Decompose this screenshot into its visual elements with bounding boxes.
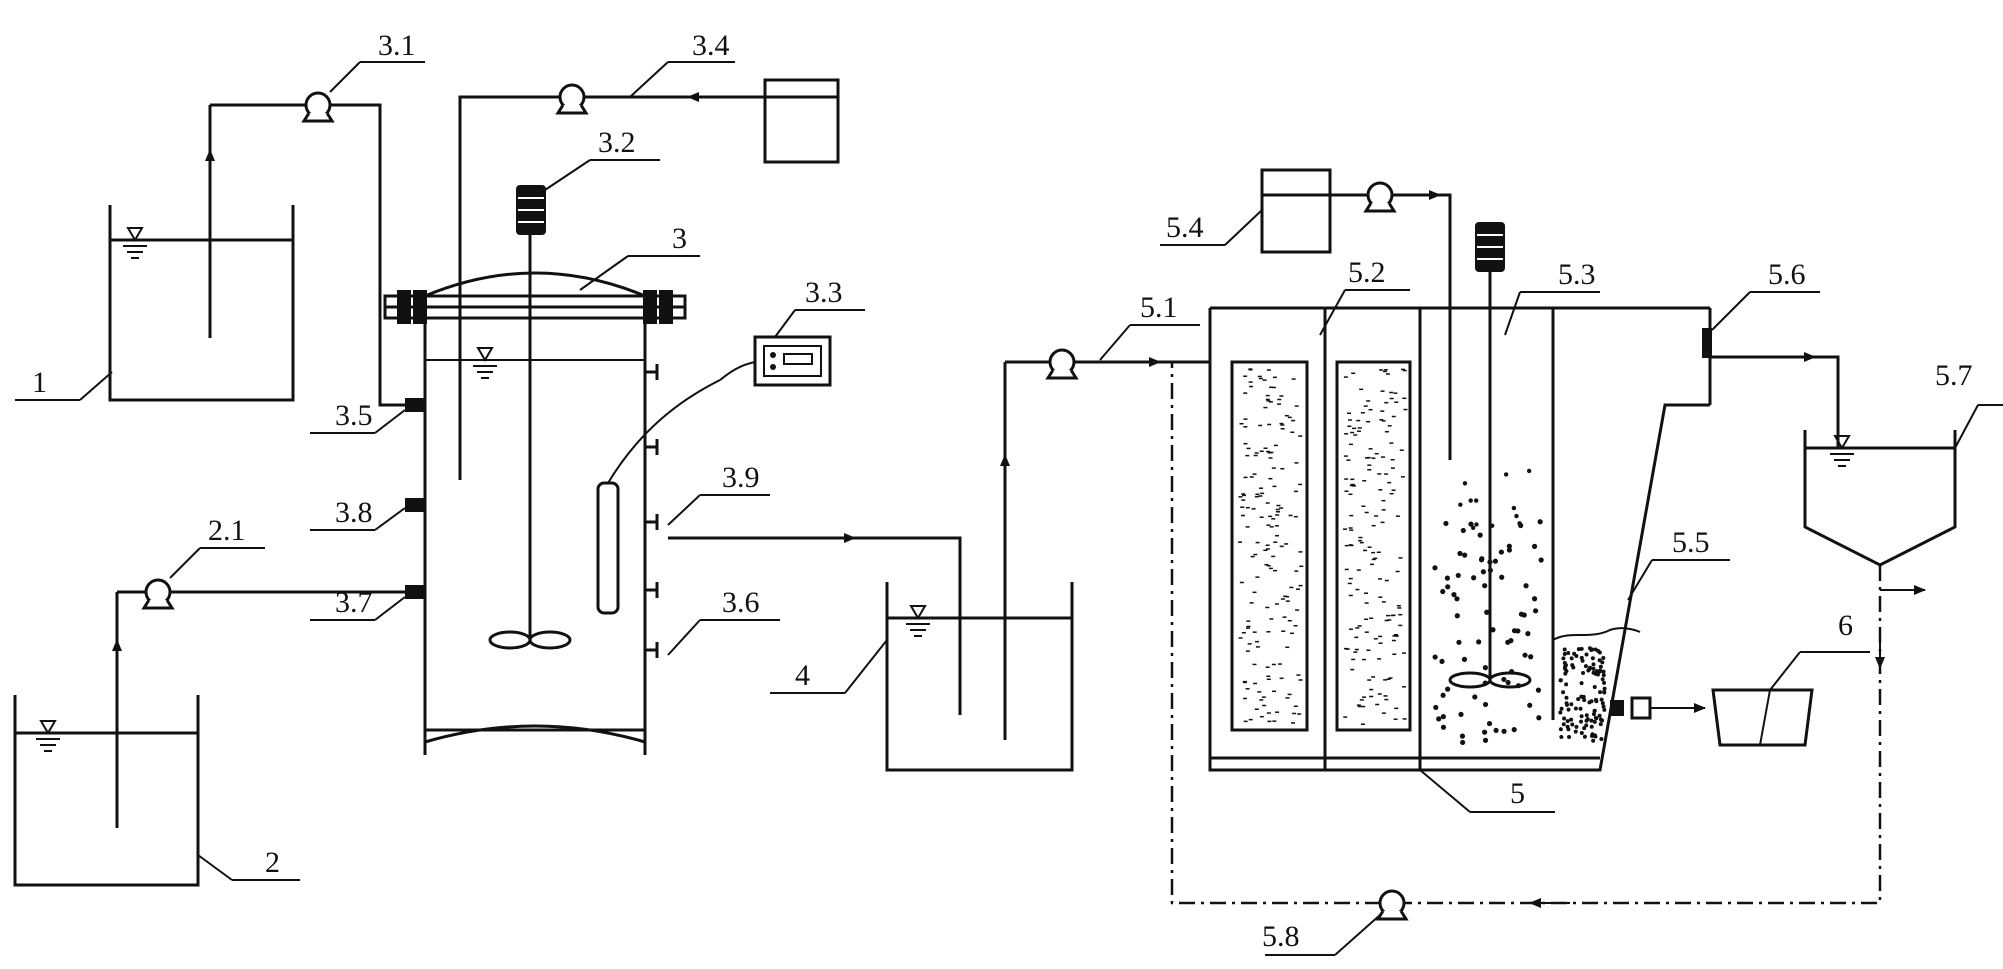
label-6: 6 [1838,609,1853,642]
label-3-1: 3.1 [378,29,416,62]
label-3-6: 3.6 [722,586,760,619]
pump-5-8 [1376,889,1408,921]
leader-line [667,494,701,526]
label-5-6: 5.6 [1768,258,1806,291]
leader-line [1099,324,1131,361]
tank-2 [13,592,200,887]
label-3-9: 3.9 [722,461,760,494]
leader-line [1334,914,1381,956]
leader-line [1224,209,1263,246]
outlet-line-5-6 [1710,355,1840,448]
media-column-2 [1335,360,1412,732]
leader-line [774,309,796,338]
tank-4 [885,362,1074,772]
leader-line [1627,559,1653,601]
leader-line [1504,291,1521,336]
leader-line [579,255,629,291]
leader-line [1954,404,1979,449]
reactor-5 [1208,222,1712,772]
leader-line [544,159,591,191]
label-3-2: 3.2 [598,126,636,159]
leader-line [1769,651,1801,691]
recycle-line-5-8 [1170,362,1885,908]
controller-3-3 [753,335,832,387]
label-5-7: 5.7 [1935,359,1973,392]
label-3-8: 3.8 [335,496,373,529]
label-5-4: 5.4 [1166,211,1204,244]
label-5: 5 [1510,777,1525,810]
collector-6 [1711,688,1814,747]
pump-5-1 [1046,348,1078,380]
leader-line [1711,291,1751,331]
leader-line [374,409,406,434]
pump-2-1 [142,578,174,610]
leader-line [197,854,233,881]
label-1: 1 [32,366,47,399]
leader-line [844,639,888,694]
media-column-1 [1230,360,1309,732]
label-3-7: 3.7 [335,586,373,619]
label-2: 2 [265,846,280,879]
label-5-8: 5.8 [1262,920,1300,953]
label-3-4: 3.4 [692,29,730,62]
feed-line-3-1 [210,103,425,407]
leader-line [79,371,113,401]
leader-line [169,547,201,579]
label-3-3: 3.3 [805,276,843,309]
leader-line [1419,769,1471,813]
label-3-5: 3.5 [335,399,373,432]
leader-line [1319,289,1346,336]
suspended-particles [1238,368,1607,746]
leader-line [629,61,669,98]
leader-line [667,619,701,656]
label-5-3: 5.3 [1558,258,1596,291]
outflow-line-3-9 [668,536,962,715]
label-4: 4 [795,659,810,692]
label-5-1: 5.1 [1140,291,1178,324]
label-5-5: 5.5 [1672,526,1710,559]
leader-line [374,507,406,531]
dosing-line-3-4 [458,78,840,480]
tank-1 [108,105,295,402]
pump-5-4 [1364,181,1396,213]
label-2-1: 2.1 [208,514,246,547]
pump-3-1 [302,91,334,123]
label-3: 3 [672,222,687,255]
pump-3-4 [556,83,588,115]
label-5-2: 5.2 [1348,256,1386,289]
reactor-3 [383,185,756,755]
leader-line [374,596,406,621]
leader-line [329,61,361,93]
